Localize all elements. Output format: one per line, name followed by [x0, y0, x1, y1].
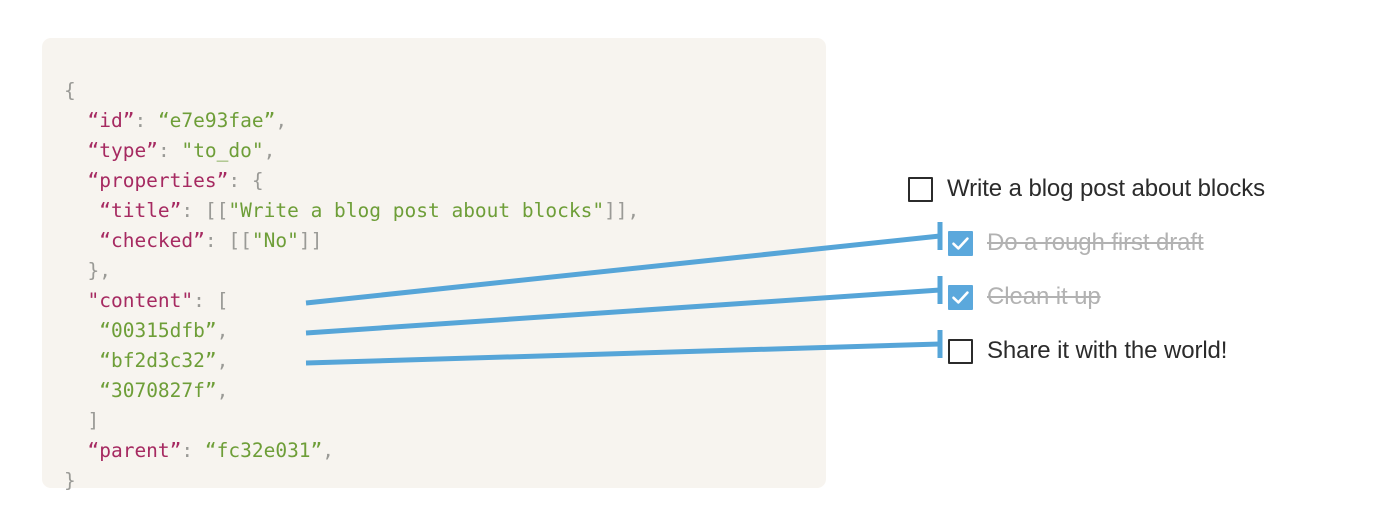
code-token [64, 199, 99, 222]
code-token: “e7e93fae” [157, 108, 276, 132]
code-token: , [275, 108, 288, 132]
todo-item[interactable]: Write a blog post about blocks [908, 162, 1348, 216]
checkbox-share-it-with-the-world[interactable] [948, 338, 973, 364]
checkbox-do-a-rough-first-draft[interactable] [948, 230, 973, 256]
todo-item-label: Write a blog post about blocks [947, 175, 1266, 202]
code-token [64, 379, 99, 402]
code-token: “bf2d3c32” [99, 348, 217, 372]
todo-item-label: Share it with the world! [987, 337, 1228, 364]
code-token: } [64, 468, 76, 492]
code-line-6: }, [64, 256, 639, 286]
code-token: “type” [87, 138, 158, 162]
code-line-12: “parent”: “fc32e031”, [64, 436, 639, 466]
code-token: ]], [604, 198, 640, 222]
code-token: : { [228, 168, 264, 192]
code-line-13: } [64, 466, 639, 496]
code-token: "No" [251, 228, 299, 252]
code-line-2: “type”: "to_do", [64, 136, 639, 166]
checkbox-write-a-blog-post-about-blocks[interactable] [908, 176, 933, 202]
code-token: , [263, 138, 276, 162]
code-token: { [64, 78, 76, 102]
code-token: : [181, 438, 205, 462]
code-line-9: “bf2d3c32”, [64, 346, 639, 376]
code-token [64, 439, 87, 462]
code-token: “id” [87, 108, 135, 132]
code-token: , [322, 438, 335, 462]
code-token: : [157, 138, 182, 162]
checkmark-icon [952, 236, 969, 250]
todo-item[interactable]: Share it with the world! [908, 324, 1348, 378]
code-token: “checked” [99, 228, 205, 252]
code-token: ]] [298, 228, 323, 252]
checkbox-clean-it-up[interactable] [948, 284, 973, 310]
code-token: : [[ [181, 198, 229, 222]
code-token: “title” [99, 198, 182, 222]
json-code-panel: { “id”: “e7e93fae”, “type”: "to_do", “pr… [42, 38, 826, 492]
code-token: , [216, 318, 229, 342]
code-line-11: ] [64, 406, 639, 436]
json-code-block: { “id”: “e7e93fae”, “type”: "to_do", “pr… [64, 76, 639, 496]
code-line-8: “00315dfb”, [64, 316, 639, 346]
code-token: “parent” [87, 438, 182, 462]
code-line-5: “checked”: [["No"]] [64, 226, 639, 256]
code-token: "to_do" [181, 138, 264, 162]
todo-item[interactable]: Do a rough first draft [908, 216, 1348, 270]
code-token: “fc32e031” [204, 438, 323, 462]
code-token [64, 289, 87, 312]
code-token: “3070827f” [99, 378, 217, 402]
code-line-10: “3070827f”, [64, 376, 639, 406]
code-token: , [216, 348, 229, 372]
code-line-1: “id”: “e7e93fae”, [64, 106, 639, 136]
code-token: : [ [193, 288, 229, 312]
todo-item-label: Do a rough first draft [987, 229, 1204, 256]
code-token [64, 139, 87, 162]
code-line-3: “properties”: { [64, 166, 639, 196]
checkmark-icon [952, 290, 969, 304]
code-token: “properties” [87, 168, 229, 192]
code-line-7: "content": [ [64, 286, 639, 316]
todo-list: Write a blog post about blocks Do a rough… [908, 162, 1348, 378]
code-token [64, 349, 99, 372]
code-token [64, 169, 87, 192]
code-token [64, 319, 99, 342]
code-token [64, 109, 87, 132]
code-line-0: { [64, 76, 639, 106]
code-token: : [134, 108, 158, 132]
todo-item[interactable]: Clean it up [908, 270, 1348, 324]
code-token: “00315dfb” [99, 318, 217, 342]
code-token: , [216, 378, 229, 402]
code-token: "Write a blog post about blocks" [228, 198, 605, 222]
code-token [64, 229, 99, 252]
code-token: "content" [87, 288, 194, 312]
todo-item-label: Clean it up [987, 283, 1101, 310]
code-line-4: “title”: [["Write a blog post about bloc… [64, 196, 639, 226]
code-token: : [[ [204, 228, 252, 252]
code-token: }, [64, 258, 111, 282]
code-token: ] [64, 408, 100, 432]
